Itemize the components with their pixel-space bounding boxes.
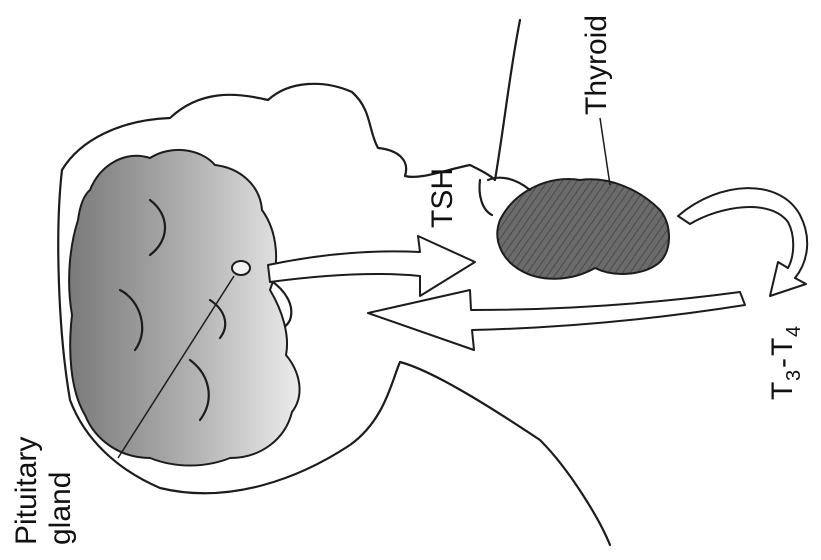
t4-main: T xyxy=(766,338,799,356)
brain-shape xyxy=(69,150,299,466)
pituitary-label-line1: Pituitary xyxy=(10,437,43,545)
feedback-arrow xyxy=(368,290,745,350)
thyroid-output-arrow xyxy=(678,188,807,296)
pituitary-label-line2: gland xyxy=(44,472,77,545)
thyroid-gland-icon xyxy=(497,179,669,279)
t3-t4-label: T 3 - T 4 xyxy=(766,326,805,400)
t-dash: - xyxy=(766,358,799,368)
t3-subscript: 3 xyxy=(783,370,805,381)
thyroid-leader-line xyxy=(600,118,610,185)
thyroid-label: Thyroid xyxy=(580,15,613,115)
chin-neck-line xyxy=(480,180,493,215)
tsh-arrow xyxy=(268,236,475,296)
tsh-label: TSH xyxy=(426,168,459,228)
t4-subscript: 4 xyxy=(783,326,805,337)
pituitary-gland-icon xyxy=(232,261,250,275)
t3-main: T xyxy=(766,382,799,400)
brain-icon xyxy=(69,150,299,466)
